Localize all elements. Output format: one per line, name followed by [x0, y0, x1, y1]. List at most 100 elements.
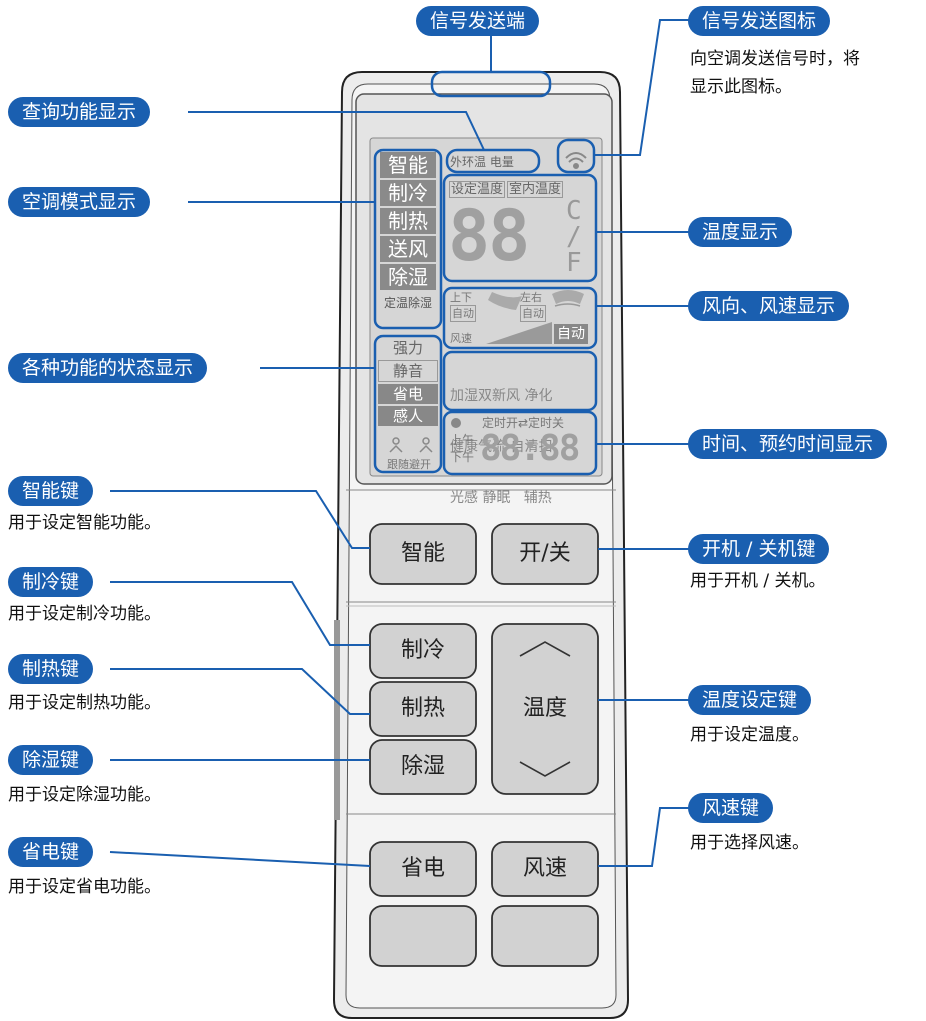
smart-button[interactable]: 智能 — [400, 541, 445, 566]
leader-eco — [109, 851, 371, 867]
blank-btn-left — [369, 905, 477, 967]
callout-status: 各种功能的状态显示 — [8, 353, 208, 383]
status-row-1: 加湿双新风 净化 — [450, 388, 553, 404]
cool-key-desc: 用于设定制冷功能。 — [8, 604, 161, 624]
mode-cool: 制冷 — [380, 180, 436, 206]
callout-heat-key: 制热键 — [8, 654, 94, 684]
room-temp-label: 室内温度 — [507, 181, 564, 198]
lcd-status-left-outline — [373, 334, 443, 474]
status-strong: 强力 — [392, 339, 423, 357]
callout-query: 查询功能显示 — [8, 97, 151, 127]
cool-btn-shape — [369, 623, 477, 679]
signal-icon-desc-1: 向空调发送信号时，将 — [690, 49, 860, 69]
lcd-mode-list: 智能 制冷 制热 送风 除湿 定温除湿 — [378, 152, 438, 314]
status-row-3: 光感 静眠 辅热 — [450, 490, 552, 506]
lcd-status-left: 强力 静音 省电 感人 — [378, 338, 438, 428]
eco-button[interactable]: 省电 — [400, 856, 445, 881]
power-btn-shape — [491, 523, 599, 585]
mode-heat: 制热 — [380, 208, 436, 234]
callout-wind-display: 风向、风速显示 — [688, 291, 850, 321]
person-icons — [389, 437, 433, 453]
power-key-desc: 用于开机 / 关机。 — [690, 571, 826, 591]
status-eco: 省电 — [378, 384, 438, 404]
lcd-status-right: 加湿双新风 净化 健康气流 自清扫 光感 静眠 辅热 — [450, 354, 552, 524]
callout-temp-key: 温度设定键 — [688, 685, 812, 715]
mode-const-dehumid: 定温除湿 — [383, 296, 432, 310]
heat-button[interactable]: 制热 — [400, 696, 445, 721]
callout-smart-key: 智能键 — [8, 476, 94, 506]
callout-power-key: 开机 / 关机键 — [688, 534, 830, 564]
fan-btn-shape — [491, 841, 599, 897]
temp-button[interactable]: 温度 — [522, 696, 567, 721]
lcd-query-labels: 外环温 电量 — [450, 155, 514, 169]
wind-ud-auto: 自动 — [450, 305, 476, 322]
smart-key-desc: 用于设定智能功能。 — [8, 513, 161, 533]
wind-lr-label: 左右 — [520, 291, 542, 304]
clock-icon — [451, 418, 461, 428]
wind-speed-bars — [486, 322, 552, 344]
callout-signal-emitter: 信号发送端 — [416, 6, 540, 36]
lcd-wind-lr: 左右 自动 — [520, 290, 546, 322]
lcd-wind-auto: 自动 — [554, 324, 588, 344]
wind-ud-label: 上下 — [450, 291, 472, 304]
eco-key-desc: 用于设定省电功能。 — [8, 877, 161, 897]
status-row-2: 健康气流 自清扫 — [450, 439, 553, 455]
smart-btn-shape — [369, 523, 477, 585]
leader-fan — [598, 807, 690, 867]
eco-btn-shape — [369, 841, 477, 897]
lcd-timer-labels: 定时开⇄定时关 — [482, 416, 565, 430]
fan-key-desc: 用于选择风速。 — [690, 833, 809, 853]
callout-dehumid-key: 除湿键 — [8, 745, 94, 775]
lcd-wind-outline — [442, 286, 598, 350]
set-temp-label: 设定温度 — [449, 181, 506, 198]
heat-btn-shape — [369, 681, 477, 737]
callout-time: 时间、预约时间显示 — [688, 429, 888, 459]
callout-temp-display: 温度显示 — [688, 217, 793, 247]
blank-btn-right — [491, 905, 599, 967]
dehumid-button[interactable]: 除湿 — [400, 754, 445, 779]
lcd-temp-unit: C/F — [566, 196, 582, 278]
status-follow-avoid: 跟随避开 — [387, 458, 431, 471]
lcd-temp-digits: 88 — [448, 195, 530, 277]
mode-dehumid: 除湿 — [380, 264, 436, 290]
cool-button[interactable]: 制冷 — [400, 638, 445, 663]
power-button[interactable]: 开/关 — [519, 541, 571, 566]
wind-ud-icon — [488, 292, 522, 310]
heat-key-desc: 用于设定制热功能。 — [8, 693, 161, 713]
status-sense: 感人 — [378, 406, 438, 426]
temp-key-desc: 用于设定温度。 — [690, 725, 809, 745]
lcd-temp-outline — [442, 173, 598, 283]
dehumid-btn-shape — [369, 739, 477, 795]
signal-icon-desc-2: 显示此图标。 — [690, 77, 792, 97]
leader-cool — [110, 581, 370, 646]
mode-smart: 智能 — [380, 152, 436, 178]
mode-fan: 送风 — [380, 236, 436, 262]
callout-fan-key: 风速键 — [688, 793, 774, 823]
status-quiet: 静音 — [378, 360, 438, 382]
lcd-wind-speed-label: 风速 — [450, 332, 472, 345]
leader-signal-icon — [594, 19, 690, 156]
lcd-status-right-outline — [442, 350, 598, 412]
am-label: 上午 — [450, 433, 475, 447]
dehumid-key-desc: 用于设定除湿功能。 — [8, 785, 161, 805]
lcd-temp-labels: 设定温度室内温度 — [449, 178, 564, 198]
lcd-time-digits: 88:88 — [480, 428, 580, 469]
callout-signal-icon: 信号发送图标 — [688, 6, 831, 36]
lcd-ampm: 上午 下午 — [450, 432, 474, 466]
wind-lr-auto: 自动 — [520, 305, 546, 322]
leader-query — [188, 111, 485, 151]
leader-heat — [110, 668, 370, 715]
pm-label: 下午 — [450, 450, 475, 464]
lcd-query-outline — [445, 148, 541, 174]
leader-smart — [110, 490, 370, 549]
fan-button[interactable]: 风速 — [522, 856, 567, 881]
temp-down-icon — [519, 761, 571, 777]
temp-btn-shape — [491, 623, 599, 795]
callout-cool-key: 制冷键 — [8, 567, 94, 597]
lcd-wind-ud: 上下 自动 — [450, 290, 476, 322]
lcd-mode-outline — [373, 148, 443, 330]
signal-icon — [565, 152, 587, 169]
temp-up-icon — [519, 641, 571, 657]
callout-mode: 空调模式显示 — [8, 187, 151, 217]
